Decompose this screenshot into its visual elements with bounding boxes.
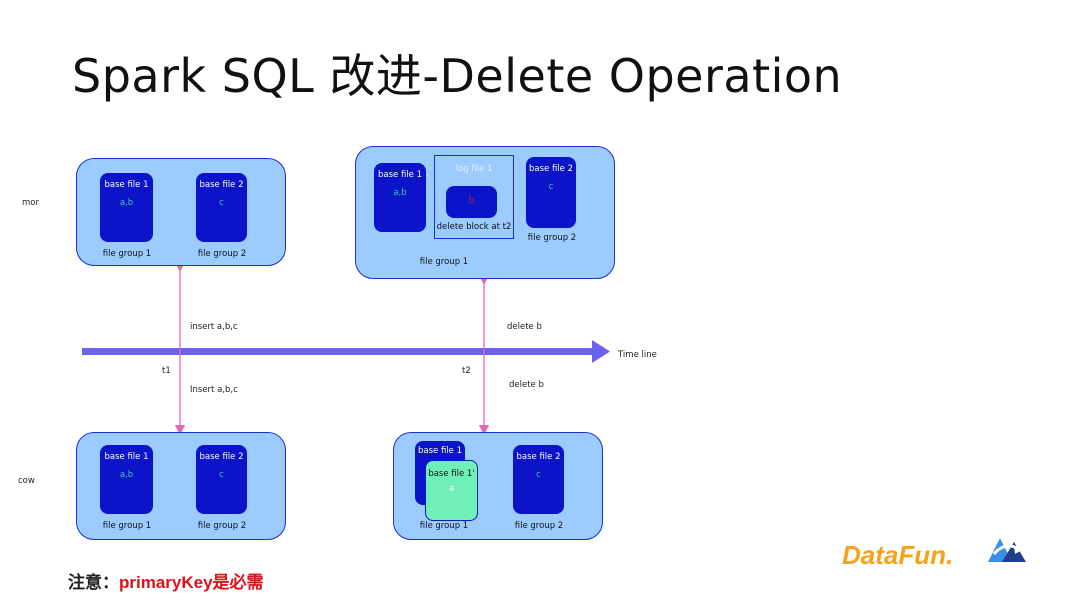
- new-base-file: base file 1' a: [425, 460, 478, 521]
- base-file-value: a,b: [119, 198, 134, 208]
- mor-right-panel: base file 1 a,b log file 1 b delete bloc…: [355, 146, 615, 279]
- cow-right-panel: base file 1 base file 1' a base file 2 c…: [393, 432, 603, 540]
- file-group-label: file group 1: [419, 521, 469, 531]
- slide-title: Spark SQL 改进-Delete Operation: [72, 49, 843, 103]
- t1-label: t1: [162, 366, 171, 376]
- base-file-label: base file 1: [417, 446, 463, 456]
- base-file-label: base file 1: [104, 452, 149, 462]
- note-prefix: 注意：: [68, 573, 119, 592]
- base-file-label: base file 2: [516, 452, 561, 462]
- delete-block-value: b: [468, 196, 475, 206]
- file-group-label: file group 2: [197, 521, 247, 531]
- base-file-label: base file 2: [199, 180, 244, 190]
- base-file-label: base file 2: [528, 164, 574, 174]
- mor-left-panel: base file 1 a,b base file 2 c file group…: [76, 158, 286, 266]
- note-text: 注意：primaryKey是必需: [68, 568, 264, 593]
- delete-label-top: delete b: [507, 322, 542, 332]
- base-file-label: base file 2: [199, 452, 244, 462]
- new-base-file-value: a: [448, 484, 455, 494]
- base-file-value: c: [548, 182, 554, 192]
- mor-label: mor: [22, 198, 39, 208]
- insert-label-top: insert a,b,c: [190, 322, 238, 332]
- timeline-bar: [82, 348, 594, 355]
- base-file-label: base file 1: [377, 170, 423, 180]
- delete-label-bottom: delete b: [509, 380, 544, 390]
- delete-block-caption: delete block at t2: [436, 222, 512, 232]
- base-file-value: c: [219, 470, 224, 480]
- file-group-label: file group 2: [527, 233, 577, 243]
- base-file-1: base file 1 a,b: [100, 445, 153, 514]
- base-file-1: base file 1 a,b: [374, 163, 426, 232]
- base-file-label: base file 1: [104, 180, 149, 190]
- datafun-logo: DataFun.: [842, 540, 954, 570]
- base-file-2: base file 2 c: [196, 173, 247, 242]
- note-emphasis: primaryKey是必需: [119, 573, 264, 592]
- file-group-label: file group 1: [102, 249, 152, 259]
- insert-label-bottom: Insert a,b,c: [190, 385, 238, 395]
- delete-block: b: [446, 186, 497, 218]
- base-file-2: base file 2 c: [196, 445, 247, 514]
- cow-label: cow: [18, 476, 35, 486]
- base-file-value: a,b: [393, 188, 407, 198]
- brand-mark-icon: [988, 538, 1026, 562]
- base-file-2: base file 2 c: [526, 157, 576, 228]
- file-group-label: file group 2: [514, 521, 564, 531]
- log-file-label: log file 1: [455, 164, 493, 174]
- file-group-label: file group 1: [419, 257, 469, 267]
- file-group-label: file group 1: [102, 521, 152, 531]
- base-file-value: c: [536, 470, 541, 480]
- log-file-box: log file 1 b delete block at t2: [434, 155, 514, 239]
- file-group-label: file group 2: [197, 249, 247, 259]
- cow-left-panel: base file 1 a,b base file 2 c file group…: [76, 432, 286, 540]
- base-file-value: c: [219, 198, 224, 208]
- base-file-1: base file 1 a,b: [100, 173, 153, 242]
- timeline-label: Time line: [618, 350, 657, 360]
- t2-label: t2: [462, 366, 471, 376]
- timeline-arrowhead: [592, 340, 610, 363]
- new-base-file-label: base file 1': [428, 469, 475, 479]
- base-file-2: base file 2 c: [513, 445, 564, 514]
- base-file-value: a,b: [119, 470, 134, 480]
